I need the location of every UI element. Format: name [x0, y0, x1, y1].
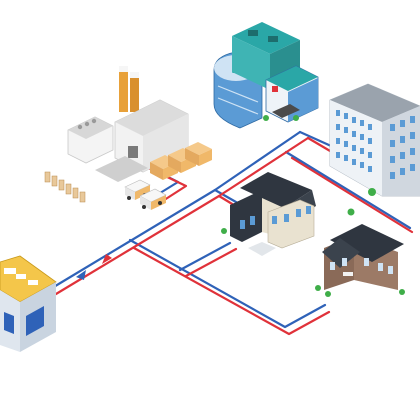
- truck-icon: [139, 188, 167, 210]
- crate-stack: [150, 142, 212, 180]
- tree-icon: [399, 289, 405, 295]
- barrel-row: [44, 171, 86, 203]
- warehouse-icon: [0, 255, 57, 352]
- house-icon: [221, 172, 316, 256]
- flow-arrow-icon: [102, 254, 112, 264]
- tree-icon: [315, 285, 321, 291]
- cottage-icon: [315, 224, 405, 297]
- factory-icon: [44, 66, 212, 203]
- house-windows: [240, 206, 311, 229]
- cottage-windows: [330, 258, 393, 274]
- tree-icon: [325, 291, 331, 297]
- flow-arrow-icon: [76, 270, 86, 280]
- tree-icon: [368, 188, 376, 196]
- tree-icon: [347, 208, 355, 216]
- apartment-windows: [336, 110, 415, 179]
- tree-icon: [221, 228, 227, 234]
- hospital-icon: H: [213, 22, 319, 129]
- apartment-icon: [329, 83, 420, 216]
